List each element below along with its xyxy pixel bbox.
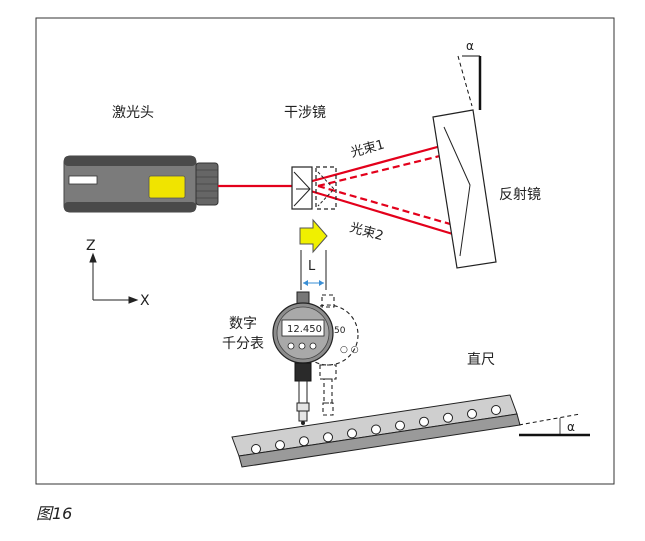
straightedge-label: 直尺 (467, 351, 495, 368)
ruler-hole (395, 420, 405, 431)
interferometer (291, 166, 313, 210)
movement-arrow-icon (299, 218, 328, 254)
interferometer-label: 干涉镜 (284, 105, 326, 121)
angle-top-label: α (466, 39, 474, 53)
digital-indicator (272, 291, 334, 425)
laser-head-label: 激光头 (112, 104, 154, 121)
ruler-hole (467, 408, 477, 419)
laser-head (63, 155, 219, 213)
ruler-hole (347, 428, 357, 439)
ruler-hole (323, 432, 333, 443)
figure-frame (35, 17, 615, 485)
figure-caption: 图16 (36, 504, 73, 523)
indicator-ghost-reading: 50 (334, 326, 346, 336)
indicator-reading: 12.450 (287, 324, 322, 335)
straightedge (231, 394, 521, 468)
indicator-label-line2: 千分表 (222, 336, 264, 352)
distance-label: L (308, 259, 316, 274)
laser-beams (218, 141, 467, 240)
ruler-hole (275, 440, 285, 451)
retroreflector-label: 反射镜 (499, 187, 541, 203)
ruler-hole (299, 436, 309, 447)
ruler-hole (371, 424, 381, 435)
angle-bottom-marker (518, 413, 590, 437)
indicator-ghost-button-glyph: ○ ○ (340, 345, 359, 355)
ruler-hole (419, 416, 429, 427)
interferometer-ghost (315, 166, 337, 210)
axis-x-label: X (140, 293, 150, 309)
coordinate-axes (89, 252, 139, 304)
ruler-hole (443, 412, 453, 423)
distance-dimension (300, 250, 327, 290)
retroreflector (432, 109, 497, 269)
angle-top-marker (457, 55, 482, 110)
ruler-hole (251, 444, 261, 454)
indicator-label-line1: 数字 (229, 316, 257, 332)
angle-bottom-label: α (567, 420, 575, 434)
axis-z-label: Z (86, 238, 96, 254)
ruler-hole (491, 405, 501, 415)
